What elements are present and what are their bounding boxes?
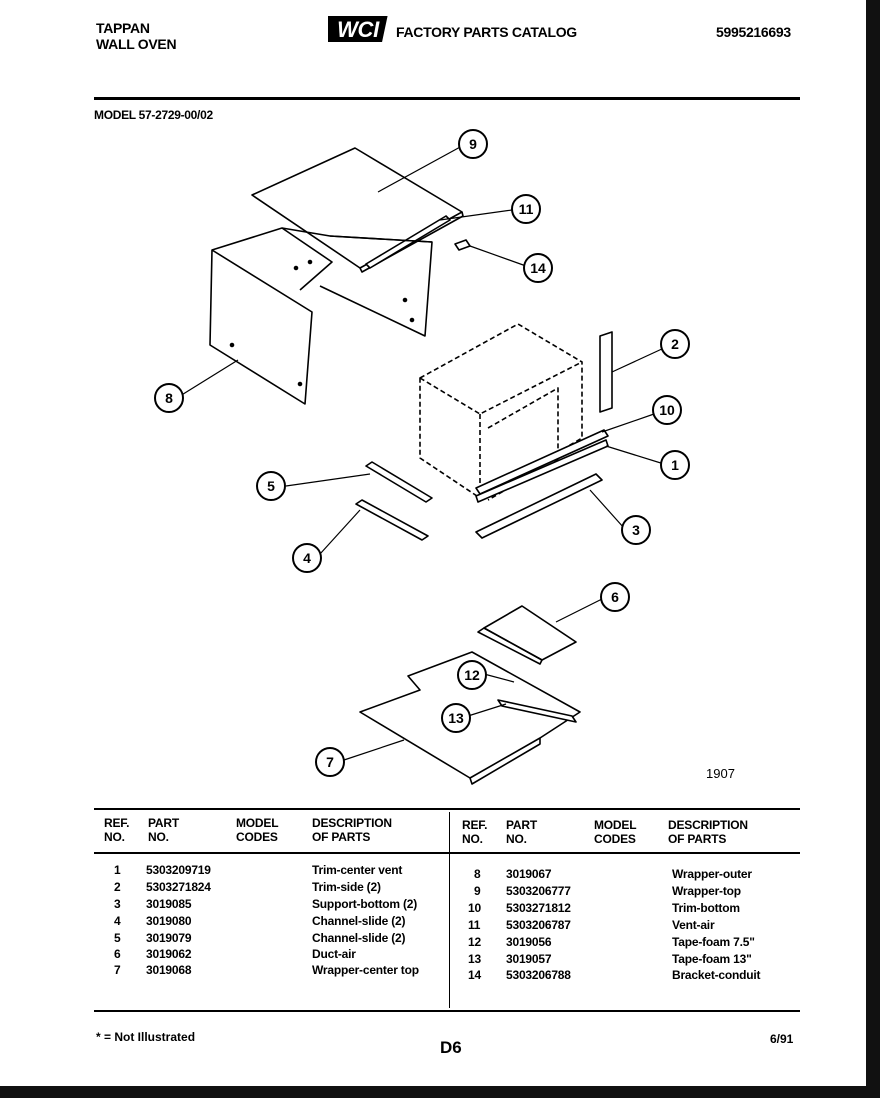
callout-7: 7 bbox=[326, 754, 334, 770]
callout-4: 4 bbox=[303, 550, 311, 566]
part-wrapper-top bbox=[251, 147, 463, 269]
part-vent-air bbox=[365, 215, 451, 269]
model-number: MODEL 57-2729-00/02 bbox=[94, 108, 213, 122]
scan-edge-bottom bbox=[0, 1086, 880, 1098]
callout-1: 1 bbox=[671, 457, 679, 473]
table-header-rule bbox=[94, 852, 800, 854]
part-trim-center-vent bbox=[475, 439, 609, 503]
brand-name: TAPPAN bbox=[96, 20, 150, 36]
revision-date: 6/91 bbox=[770, 1032, 794, 1046]
callout-9: 9 bbox=[469, 136, 477, 152]
callout-12: 12 bbox=[464, 667, 480, 683]
header-ref-right: REF.NO. bbox=[462, 818, 488, 846]
callout-5: 5 bbox=[267, 478, 275, 494]
part-channel-slide-upper bbox=[365, 461, 433, 503]
callout-10: 10 bbox=[659, 402, 675, 418]
callout-6: 6 bbox=[611, 589, 619, 605]
part-wrapper-outer bbox=[209, 249, 313, 405]
callout-14: 14 bbox=[530, 260, 546, 276]
scan-edge-right bbox=[866, 0, 880, 1098]
part-channel-slide-lower bbox=[355, 499, 429, 541]
table-top-rule bbox=[94, 808, 800, 810]
table-column-divider bbox=[449, 812, 450, 1008]
figure-number: 1907 bbox=[706, 766, 735, 781]
exploded-parts-diagram: 1 2 3 4 5 6 7 8 9 10 11 12 13 14 bbox=[154, 129, 690, 785]
callout-8: 8 bbox=[165, 390, 173, 406]
part-trim-bottom bbox=[475, 429, 609, 495]
footnote-not-illustrated: * = Not Illustrated bbox=[96, 1030, 196, 1044]
header-rule bbox=[94, 97, 800, 100]
wci-logo-text: WCI bbox=[337, 17, 380, 42]
part-trim-side bbox=[599, 331, 613, 413]
part-duct-air bbox=[483, 605, 577, 661]
part-bracket-conduit bbox=[454, 239, 471, 251]
callout-13: 13 bbox=[448, 710, 464, 726]
catalog-title: FACTORY PARTS CATALOG bbox=[396, 24, 577, 40]
callout-2: 2 bbox=[671, 336, 679, 352]
callout-11: 11 bbox=[519, 201, 534, 217]
part-support-bottom bbox=[475, 473, 603, 539]
document-number: 5995216693 bbox=[716, 24, 791, 40]
header-ref-left: REF.NO. bbox=[104, 816, 130, 844]
table-bottom-rule bbox=[94, 1010, 800, 1012]
wci-logo: WCI bbox=[328, 16, 388, 42]
callout-3: 3 bbox=[632, 522, 640, 538]
product-type: WALL OVEN bbox=[96, 36, 177, 52]
part-tape-foam bbox=[497, 699, 577, 723]
brand-block: TAPPAN WALL OVEN bbox=[96, 20, 177, 52]
page-number: D6 bbox=[440, 1038, 462, 1057]
